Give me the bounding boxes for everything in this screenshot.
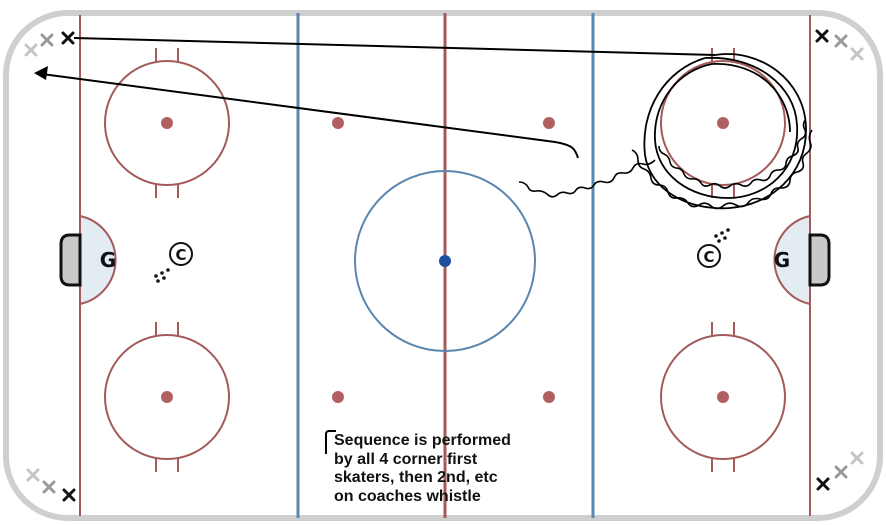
note-bracket: [325, 430, 336, 454]
faceoff-circle-bottom-right: [660, 322, 786, 472]
puck-carry-wavy: [658, 119, 807, 189]
drill-note: Sequence is performed by all 4 corner fi…: [334, 432, 574, 506]
coach-right-icon: [697, 244, 721, 268]
drill-note-line: Sequence is performed: [334, 432, 511, 449]
coach-right-label: C: [703, 248, 714, 266]
skate-path-return: [41, 73, 579, 159]
goal-crease-left: [79, 214, 117, 306]
coach-left-label: C: [175, 246, 186, 264]
center-faceoff-dot: [439, 255, 451, 267]
skate-loop-outer: [643, 53, 807, 210]
goal-crease-right: [773, 214, 811, 306]
faceoff-dot: [717, 391, 729, 403]
neutral-dot: [543, 391, 555, 403]
skate-path-line: [73, 37, 716, 56]
neutral-dot: [332, 117, 344, 129]
goalie-left-label: G: [100, 248, 116, 272]
goal-net-right: [808, 233, 831, 287]
player-markers-bottom-left: [26, 468, 76, 502]
whistle-dots-left: [154, 268, 170, 283]
coach-left-icon: [169, 242, 193, 266]
goal-net-left: [59, 233, 82, 287]
goalie-right-label: G: [774, 248, 790, 272]
drill-note-line: skaters, then 2nd, etc: [334, 469, 498, 486]
player-markers-top-right: [815, 29, 864, 61]
puck-carry-wavy: [631, 129, 813, 210]
drill-note-line: by all 4 corner first: [334, 450, 478, 468]
arrow-head-icon: [34, 66, 48, 80]
neutral-dot: [332, 391, 344, 403]
faceoff-dot: [161, 391, 173, 403]
faceoff-dot: [161, 117, 173, 129]
faceoff-dot: [717, 117, 729, 129]
neutral-dot: [543, 117, 555, 129]
player-markers-top-left: [24, 31, 75, 57]
puck-carry-wavy-exit: [518, 159, 656, 198]
skate-loop-inner: [654, 57, 798, 199]
drill-note-line: on coaches whistle: [334, 487, 481, 505]
center-faceoff-circle: [354, 170, 536, 352]
player-markers-bottom-right: [816, 451, 864, 491]
faceoff-circle-bottom-left: [104, 322, 230, 472]
faceoff-circle-top-left: [104, 48, 230, 198]
whistle-dots-right: [714, 228, 730, 243]
